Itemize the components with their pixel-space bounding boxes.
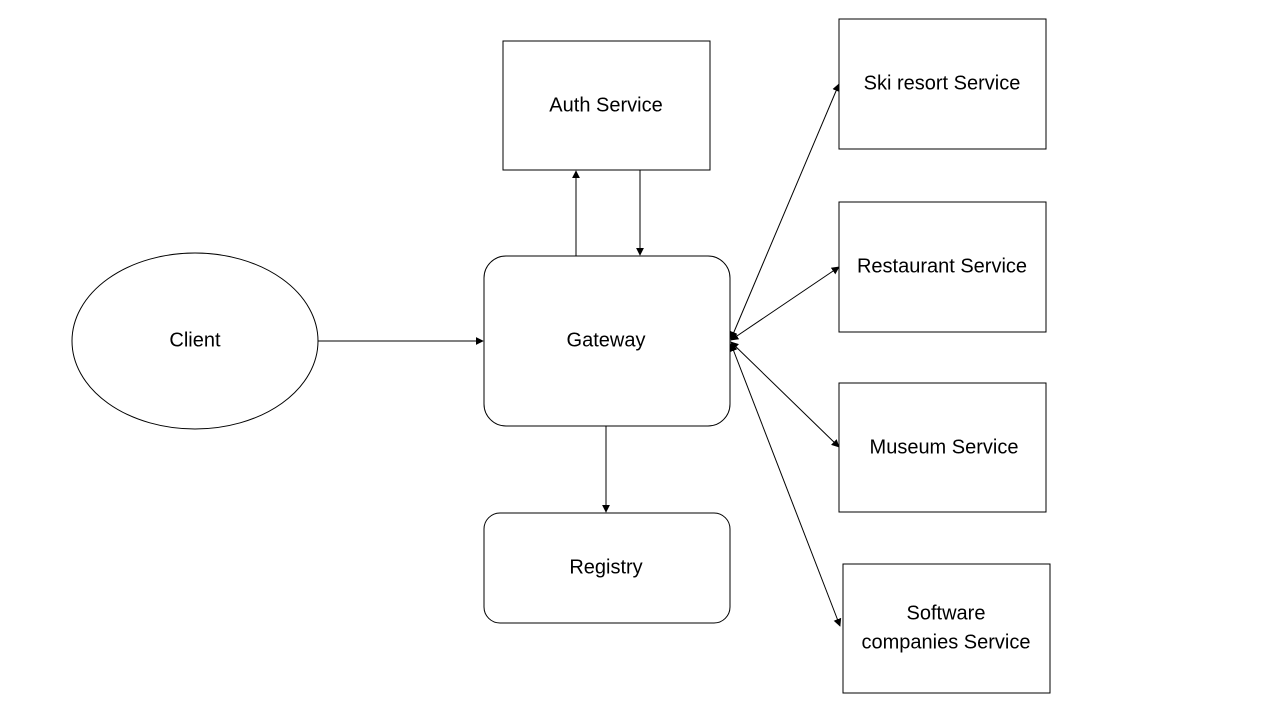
registry-box <box>483 512 731 624</box>
auth-service-node: Auth Service <box>502 40 711 171</box>
restaurant-service-node: Restaurant Service <box>838 201 1047 333</box>
restaurant-service-box <box>838 201 1047 333</box>
edge-gateway-museum <box>730 341 840 448</box>
gateway-label: Gateway <box>567 329 646 351</box>
ski-resort-service-label: Ski resort Service <box>864 72 1021 94</box>
restaurant-service-label: Restaurant Service <box>857 255 1027 277</box>
software-companies-service-box <box>842 563 1051 694</box>
museum-service-node: Museum Service <box>838 382 1047 513</box>
edge-gateway-ski <box>730 83 840 340</box>
client-label: Client <box>169 329 221 351</box>
auth-service-box <box>502 40 711 171</box>
edge-gateway-software <box>729 343 842 627</box>
software-companies-service-label-line2: companies Service <box>862 631 1031 653</box>
edge-gateway-restaurant <box>730 266 840 341</box>
registry-label: Registry <box>569 556 642 578</box>
software-companies-service-label-line1: Software <box>907 602 986 624</box>
museum-service-label: Museum Service <box>870 436 1019 458</box>
registry-node: Registry <box>483 512 731 624</box>
edges <box>318 83 842 627</box>
ski-resort-service-node: Ski resort Service <box>838 18 1047 150</box>
gateway-node: Gateway <box>483 255 731 427</box>
client-ellipse <box>71 252 319 430</box>
software-companies-service-node: Software companies Service <box>842 563 1051 694</box>
ski-resort-service-box <box>838 18 1047 150</box>
museum-service-box <box>838 382 1047 513</box>
auth-service-label: Auth Service <box>549 94 662 116</box>
client-node: Client <box>71 252 319 430</box>
gateway-box <box>483 255 731 427</box>
